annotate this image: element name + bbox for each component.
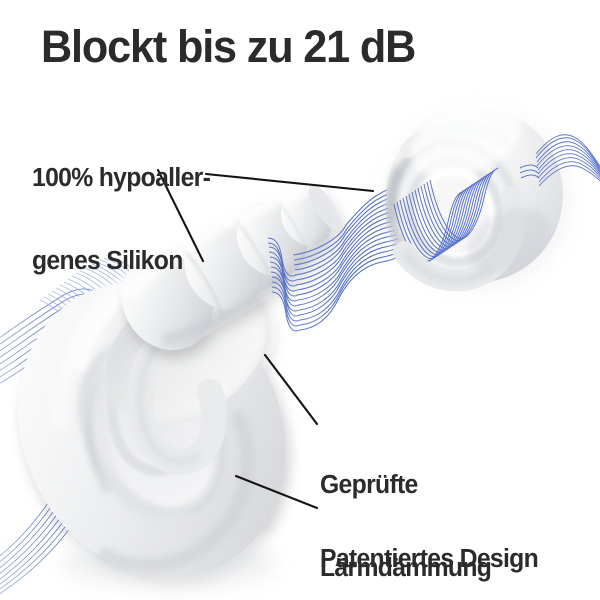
callout-patent: Patentiertes Design <box>320 491 539 600</box>
leader-line-laermdaemmung <box>263 353 319 426</box>
callout-laermdaemmung-line2: Lärmdämmung <box>320 553 492 582</box>
small-earplug-torus <box>386 101 570 292</box>
earplug-stem-rings <box>121 184 340 350</box>
callout-leader-lines <box>156 168 375 510</box>
callout-silikon: 100% hypoaller- genes Silikon <box>32 110 211 330</box>
soundwave-tail <box>267 237 301 332</box>
callout-patent-line1: Patentiertes Design <box>320 545 539 574</box>
callout-silikon-line1: 100% hypoaller- <box>32 164 211 193</box>
leader-line-silikon-bottom <box>156 168 205 263</box>
page-title: Blockt bis zu 21 dB <box>41 21 416 72</box>
callout-laermdaemmung: Geprüfte Lärmdämmung <box>320 417 492 600</box>
callout-laermdaemmung-line1: Geprüfte <box>320 471 418 500</box>
leader-line-patent <box>234 474 319 510</box>
soundwave-right <box>535 134 600 187</box>
large-earplug-torus <box>18 251 286 582</box>
callout-silikon-line2: genes Silikon <box>32 246 183 275</box>
leader-line-silikon-top <box>204 172 375 193</box>
